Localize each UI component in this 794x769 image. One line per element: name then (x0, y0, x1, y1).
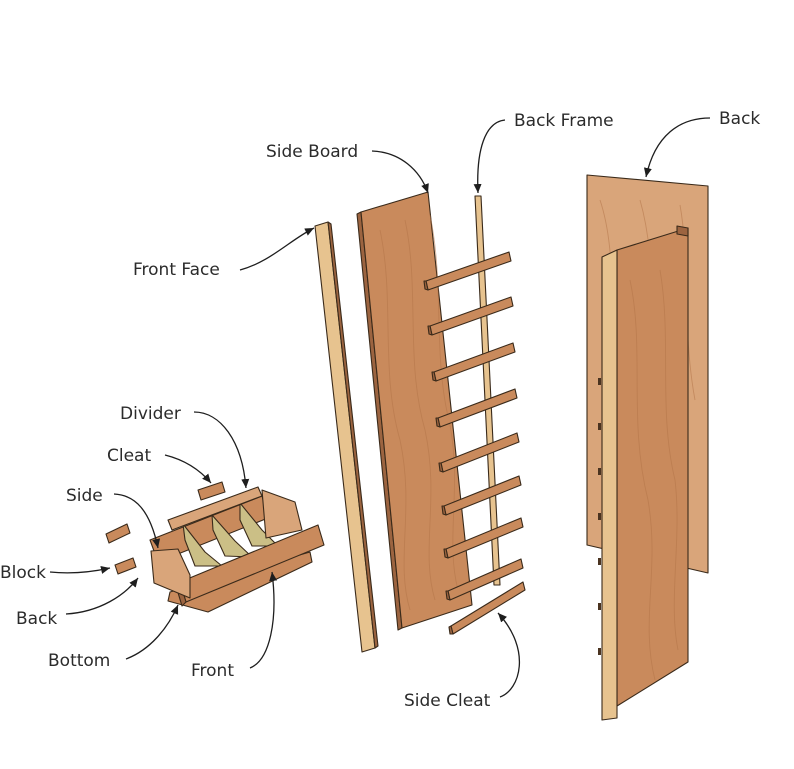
labels: Side Board Back Frame Back Front Face Di… (0, 109, 760, 711)
leader-lines (49, 117, 711, 698)
label-side-board: Side Board (266, 142, 358, 162)
label-back: Back (719, 109, 760, 129)
label-side: Side (66, 486, 103, 506)
label-bottom: Bottom (48, 651, 110, 671)
back-frame-panel (598, 225, 689, 721)
label-block: Block (0, 563, 46, 583)
label-side-cleat: Side Cleat (404, 691, 491, 711)
label-back-frame: Back Frame (514, 111, 614, 131)
label-divider: Divider (120, 404, 181, 424)
side-cleats (423, 251, 526, 635)
drawer-assembly (105, 481, 325, 613)
side-board-panel (356, 191, 473, 631)
back-frame-strip (474, 195, 501, 586)
label-front: Front (191, 661, 234, 681)
label-front-face: Front Face (133, 260, 220, 280)
label-cleat: Cleat (107, 446, 151, 466)
front-face-strip (314, 221, 379, 653)
label-back-small: Back (16, 609, 57, 629)
